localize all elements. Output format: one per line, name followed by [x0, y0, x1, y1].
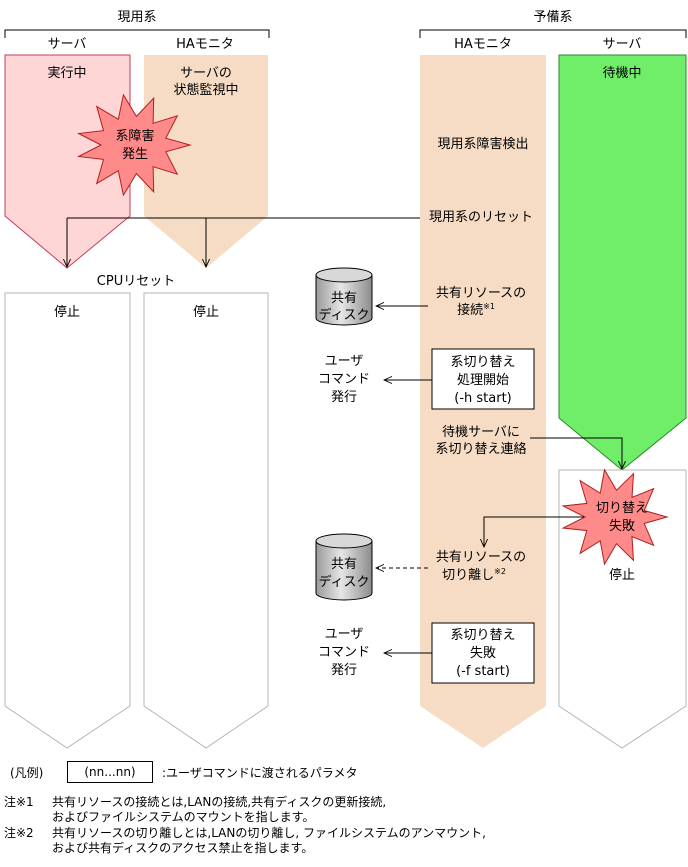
- standby-server-waiting-bar: [558, 54, 687, 471]
- group-standby-title: 予備系: [533, 9, 572, 25]
- failover-burst-line1: 切り替え: [596, 501, 648, 516]
- col-standby-monitor-title: HAモニタ: [454, 37, 512, 52]
- shared-disk-1-line1: 共有: [331, 291, 357, 306]
- active-monitor-bar: [144, 55, 268, 268]
- col-active-monitor-title: HAモニタ: [176, 37, 234, 52]
- user-command-1-line1: ユーザ: [325, 354, 364, 369]
- active-server-stopped-bar: [4, 292, 131, 749]
- shared-disk-1: 共有 ディスク: [315, 267, 373, 326]
- group-standby-bracket: [419, 29, 687, 38]
- active-server-stopped: 停止: [54, 304, 80, 320]
- user-command-1-line3: 発行: [331, 390, 357, 405]
- step-connect-line2: 接続※1: [457, 302, 495, 318]
- cmd-start-line1: 系切り替え: [450, 355, 515, 370]
- notify-arrow: [530, 437, 622, 469]
- detach-note-mark: ※2: [494, 567, 506, 576]
- user-command-2-line2: コマンド: [318, 645, 370, 660]
- failover-sequence-diagram: 現用系 予備系 サーバ HAモニタ HAモニタ サーバ 実行中 サーバの 状態監…: [4, 9, 687, 749]
- cmd-fail-line1: 系切り替え: [450, 628, 515, 643]
- legend-label: (凡例): [10, 766, 44, 780]
- active-monitor-stopped-bar: [143, 292, 269, 749]
- cmd-fail-line2: 失敗: [470, 646, 496, 661]
- step-detach-text: 切り離し: [442, 568, 494, 583]
- step-notify-line1: 待機サーバに: [442, 425, 520, 440]
- cmd-start-line3: (-h start): [454, 391, 511, 406]
- failure-burst-line2: 発生: [122, 147, 148, 162]
- col-active-server-title: サーバ: [48, 37, 87, 52]
- failure-burst: [76, 93, 192, 197]
- note-1-line2: およびファイルシステムのマウントを指します。: [52, 810, 315, 824]
- failover-failure-burst: [561, 468, 669, 566]
- user-command-2-line1: ユーザ: [325, 627, 364, 642]
- col-standby-server-title: サーバ: [603, 37, 642, 52]
- step-notify-line2: 系切り替え連絡: [435, 441, 526, 457]
- cmd-start-line2: 処理開始: [457, 373, 509, 388]
- failure-burst-line1: 系障害: [115, 128, 154, 144]
- active-monitor-stopped: 停止: [193, 304, 219, 320]
- legend-description: :ユーザコマンドに渡されるパラメタ: [162, 766, 358, 780]
- cpu-reset-label: CPUリセット: [97, 274, 175, 289]
- step-connect-line1: 共有リソースの: [436, 286, 526, 301]
- shared-disk-1-line2: ディスク: [318, 307, 369, 323]
- connect-note-mark: ※1: [483, 302, 495, 311]
- group-active-title: 現用系: [117, 10, 156, 25]
- active-monitor-state-line2: 状態監視中: [173, 82, 238, 98]
- step-connect-text: 接続: [457, 302, 483, 318]
- standby-server-state: 待機中: [602, 66, 641, 81]
- note-1: 注※1 共有リソースの接続とは,LANの接続,共有ディスクの更新接続, およびファ…: [4, 795, 386, 825]
- cmd-start-box: [431, 348, 535, 410]
- step-detach-line1: 共有リソースの: [436, 550, 526, 565]
- shared-disk-2-line2: ディスク: [318, 574, 369, 590]
- failure-return-arrow: [484, 516, 584, 547]
- step-detach-line2: 切り離し※2: [442, 567, 506, 583]
- failover-burst-line2: 失敗: [609, 519, 635, 534]
- step-reset: 現用系のリセット: [429, 210, 533, 225]
- note-2-line2: および共有ディスクのアクセス禁止を指します。: [52, 841, 314, 855]
- user-command-2-line3: 発行: [331, 663, 357, 678]
- note-2-line1: 共有リソースの切り離しとは,LANの切り離し, ファイルシステムのアンマウント,: [52, 826, 486, 840]
- cmd-fail-line3: (-f start): [456, 664, 510, 679]
- shared-disk-2-line1: 共有: [331, 557, 357, 572]
- step-detect: 現用系障害検出: [437, 136, 528, 152]
- standby-server-stopped: 停止: [609, 567, 635, 583]
- active-server-state: 実行中: [47, 65, 86, 81]
- group-active-bracket: [4, 29, 270, 38]
- shared-disk-2: 共有 ディスク: [315, 533, 373, 601]
- note-1-line1: 共有リソースの接続とは,LANの接続,共有ディスクの更新接続,: [52, 795, 387, 809]
- legend-parameter-box: (nn...nn): [67, 761, 153, 783]
- note-2-mark: 注※2: [4, 826, 34, 840]
- active-monitor-state-line1: サーバの: [180, 66, 232, 81]
- user-command-1-line2: コマンド: [318, 372, 370, 387]
- note-2: 注※2 共有リソースの切り離しとは,LANの切り離し, ファイルシステムのアンマウ…: [4, 826, 486, 856]
- cmd-fail-box: [431, 622, 535, 684]
- note-1-mark: 注※1: [4, 795, 34, 809]
